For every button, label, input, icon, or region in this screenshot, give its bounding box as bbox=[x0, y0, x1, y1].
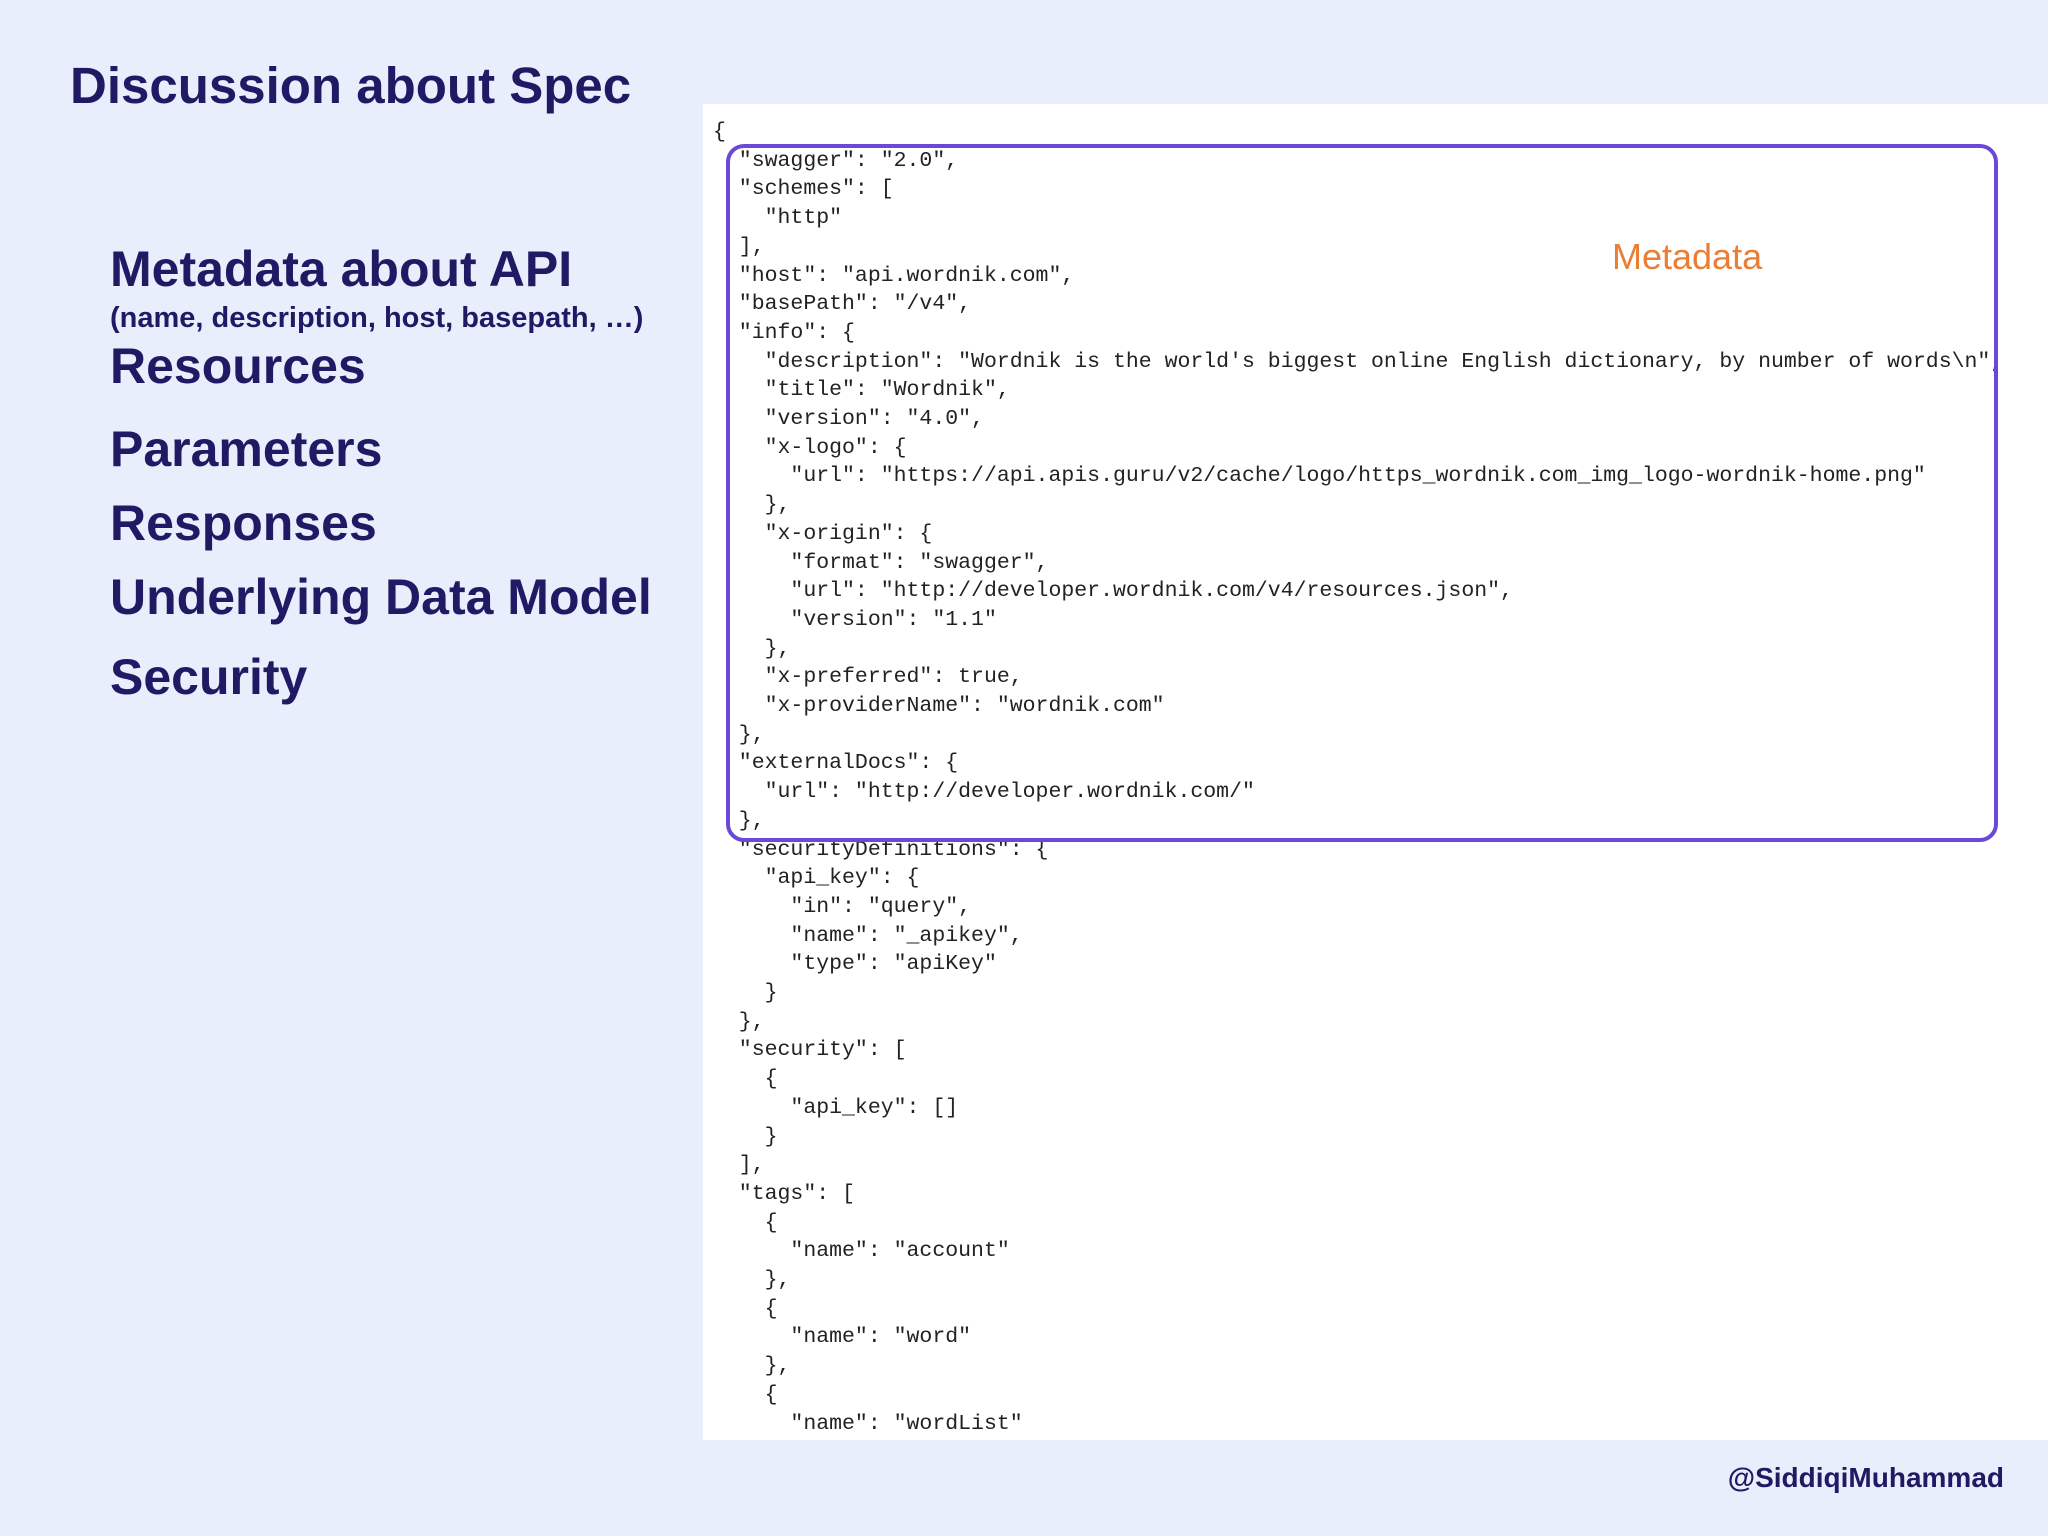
code-line: } bbox=[713, 981, 778, 1005]
code-line: "url": "https://api.apis.guru/v2/cache/l… bbox=[713, 464, 1926, 489]
code-line: "url": "http://developer.wordnik.com/v4/… bbox=[713, 579, 1513, 604]
topic-responses: Responses bbox=[110, 495, 377, 551]
code-line: }, bbox=[713, 1268, 791, 1292]
code-line: "name": "_apikey", bbox=[713, 923, 1023, 948]
code-line: "name": "word" bbox=[713, 1325, 972, 1350]
code-line: ], bbox=[713, 1153, 765, 1178]
metadata-highlight-label: Metadata bbox=[1612, 236, 1763, 277]
code-line: "api_key": [] bbox=[713, 1095, 959, 1120]
code-line: "x-preferred": true, bbox=[713, 665, 1023, 690]
code-line: { bbox=[713, 1382, 778, 1407]
code-line: "version": "1.1" bbox=[713, 607, 997, 632]
code-line: "in": "query", bbox=[713, 894, 972, 919]
code-line: "api_key": { bbox=[713, 866, 920, 891]
code-line: "format": "swagger", bbox=[713, 550, 1049, 575]
code-line: "basePath": "/v4", bbox=[713, 292, 972, 317]
code-line: "name": "account" bbox=[713, 1239, 1010, 1264]
code-line: } bbox=[713, 1124, 778, 1149]
topic-security: Security bbox=[110, 649, 308, 705]
code-line: { bbox=[713, 1067, 778, 1092]
topic-underlying-data-model: Underlying Data Model bbox=[110, 569, 652, 625]
code-line: "swagger": "2.0", bbox=[713, 148, 959, 173]
code-line: "security": [ bbox=[713, 1038, 907, 1063]
code-line: "externalDocs": { bbox=[713, 751, 959, 776]
code-line: { bbox=[713, 1210, 778, 1235]
code-line: { bbox=[713, 120, 726, 144]
code-line: "url": "http://developer.wordnik.com/" bbox=[713, 780, 1255, 805]
code-line: "type": "apiKey" bbox=[713, 952, 997, 977]
code-line: "http" bbox=[713, 206, 843, 231]
code-line: "version": "4.0", bbox=[713, 407, 984, 431]
topic-parameters: Parameters bbox=[110, 421, 383, 477]
slide-title: Discussion about Spec bbox=[70, 57, 632, 114]
code-line: }, bbox=[713, 722, 765, 747]
code-line: "x-logo": { bbox=[713, 435, 907, 460]
topic-metadata-details: (name, description, host, basepath, …) bbox=[110, 302, 644, 334]
code-line: "host": "api.wordnik.com", bbox=[713, 263, 1075, 288]
author-handle: @SiddiqiMuhammad bbox=[1727, 1462, 2004, 1493]
topic-resources: Resources bbox=[110, 338, 366, 394]
code-line: "name": "wordList" bbox=[713, 1411, 1023, 1436]
code-line: "schemes": [ bbox=[713, 177, 894, 202]
code-line: }, bbox=[713, 1009, 765, 1034]
code-line: ], bbox=[713, 234, 765, 259]
code-line: "description": "Wordnik is the world's b… bbox=[713, 349, 2004, 374]
code-line: "title": "Wordnik", bbox=[713, 378, 1010, 403]
metadata-highlight-box bbox=[726, 144, 1998, 842]
code-line: "tags": [ bbox=[713, 1181, 855, 1206]
code-line: }, bbox=[713, 636, 791, 661]
code-line: "x-providerName": "wordnik.com" bbox=[713, 694, 1165, 718]
topic-metadata-about-api: Metadata about API bbox=[110, 241, 573, 297]
json-spec-screenshot: { "swagger": "2.0", "schemes": [ "http" … bbox=[703, 104, 2048, 1440]
code-line: }, bbox=[713, 1354, 791, 1379]
code-line: "info": { bbox=[713, 320, 855, 345]
code-line: { bbox=[713, 1296, 778, 1321]
code-line: }, bbox=[713, 493, 791, 518]
code-line: "x-origin": { bbox=[713, 521, 933, 546]
